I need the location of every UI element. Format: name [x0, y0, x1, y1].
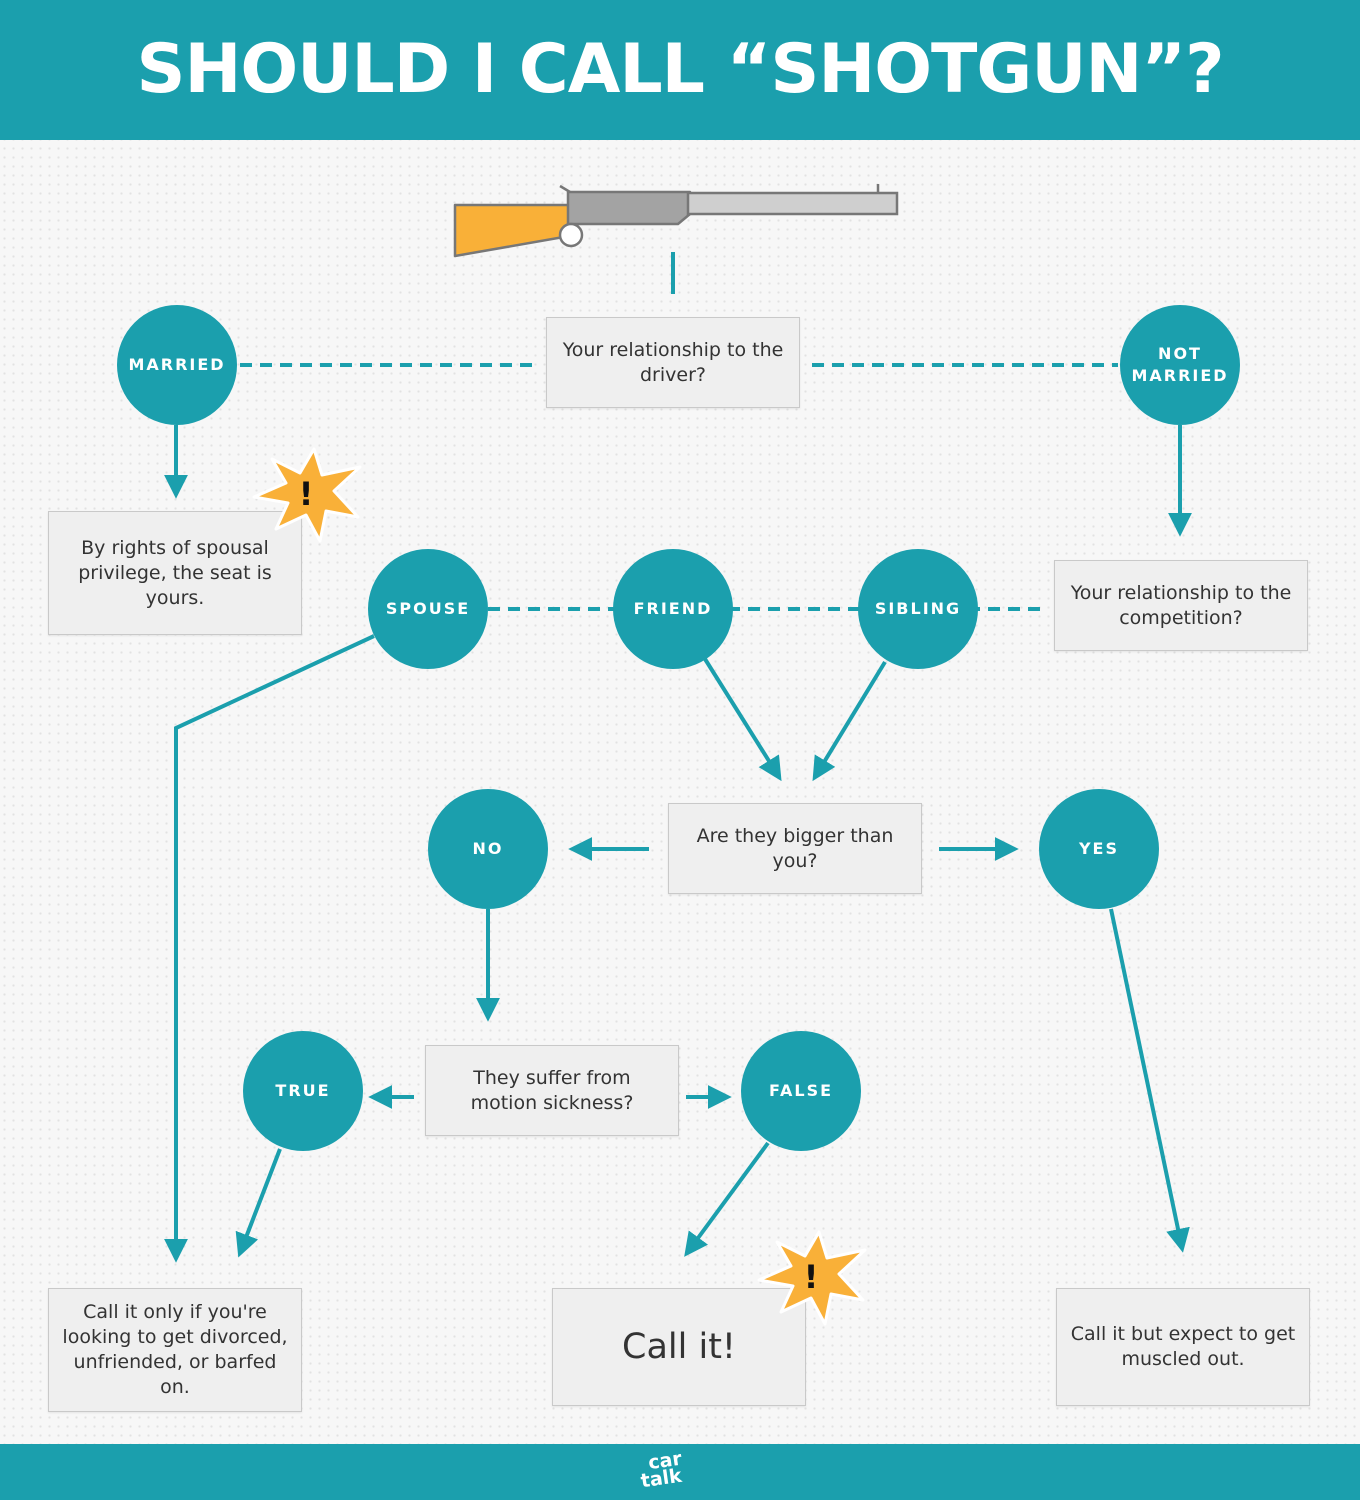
option-spouse[interactable]: SPOUSE [368, 549, 488, 669]
logo-word-talk: talk [639, 1464, 684, 1493]
option-true[interactable]: TRUE [243, 1031, 363, 1151]
outcome-spousal-privilege: By rights of spousal privilege, the seat… [48, 511, 302, 635]
arrow-sibling-to-bigger [812, 660, 887, 782]
arrow-false-to-call-it [684, 1141, 770, 1257]
option-married[interactable]: MARRIED [117, 305, 237, 425]
car-talk-logo[interactable]: car talk [637, 1448, 706, 1498]
outcome-divorced-unfriended-barfed: Call it only if you're looking to get di… [48, 1288, 302, 1412]
arrow-spouse-to-divorced [164, 634, 375, 1263]
option-no[interactable]: NO [428, 789, 548, 909]
arrow-yes-to-muscled [1109, 908, 1190, 1253]
option-false[interactable]: FALSE [741, 1031, 861, 1151]
question-competition-relationship: Your relationship to the competition? [1054, 560, 1308, 651]
footer-banner: car talk [0, 1444, 1360, 1500]
question-motion-sickness: They suffer from motion sickness? [425, 1045, 679, 1136]
exclamation-burst-icon: ! [252, 447, 362, 543]
arrow-true-to-divorced [235, 1148, 282, 1258]
option-not-married[interactable]: NOT MARRIED [1120, 305, 1240, 425]
option-sibling[interactable]: SIBLING [858, 549, 978, 669]
question-driver-relationship: Your relationship to the driver? [546, 317, 800, 408]
exclamation-burst-icon: ! [757, 1230, 867, 1326]
question-bigger-than-you: Are they bigger than you? [668, 803, 922, 894]
option-yes[interactable]: YES [1039, 789, 1159, 909]
shotgun-icon [453, 184, 899, 258]
outcome-muscled-out: Call it but expect to get muscled out. [1056, 1288, 1310, 1406]
arrow-friend-to-bigger [703, 657, 782, 782]
option-friend[interactable]: FRIEND [613, 549, 733, 669]
exclamation-mark: ! [299, 475, 314, 513]
page-title: SHOULD I CALL “SHOTGUN”? [136, 30, 1224, 109]
exclamation-mark: ! [804, 1258, 819, 1296]
outcome-call-it: Call it! [552, 1288, 806, 1406]
header-banner: SHOULD I CALL “SHOTGUN”? [0, 0, 1360, 140]
